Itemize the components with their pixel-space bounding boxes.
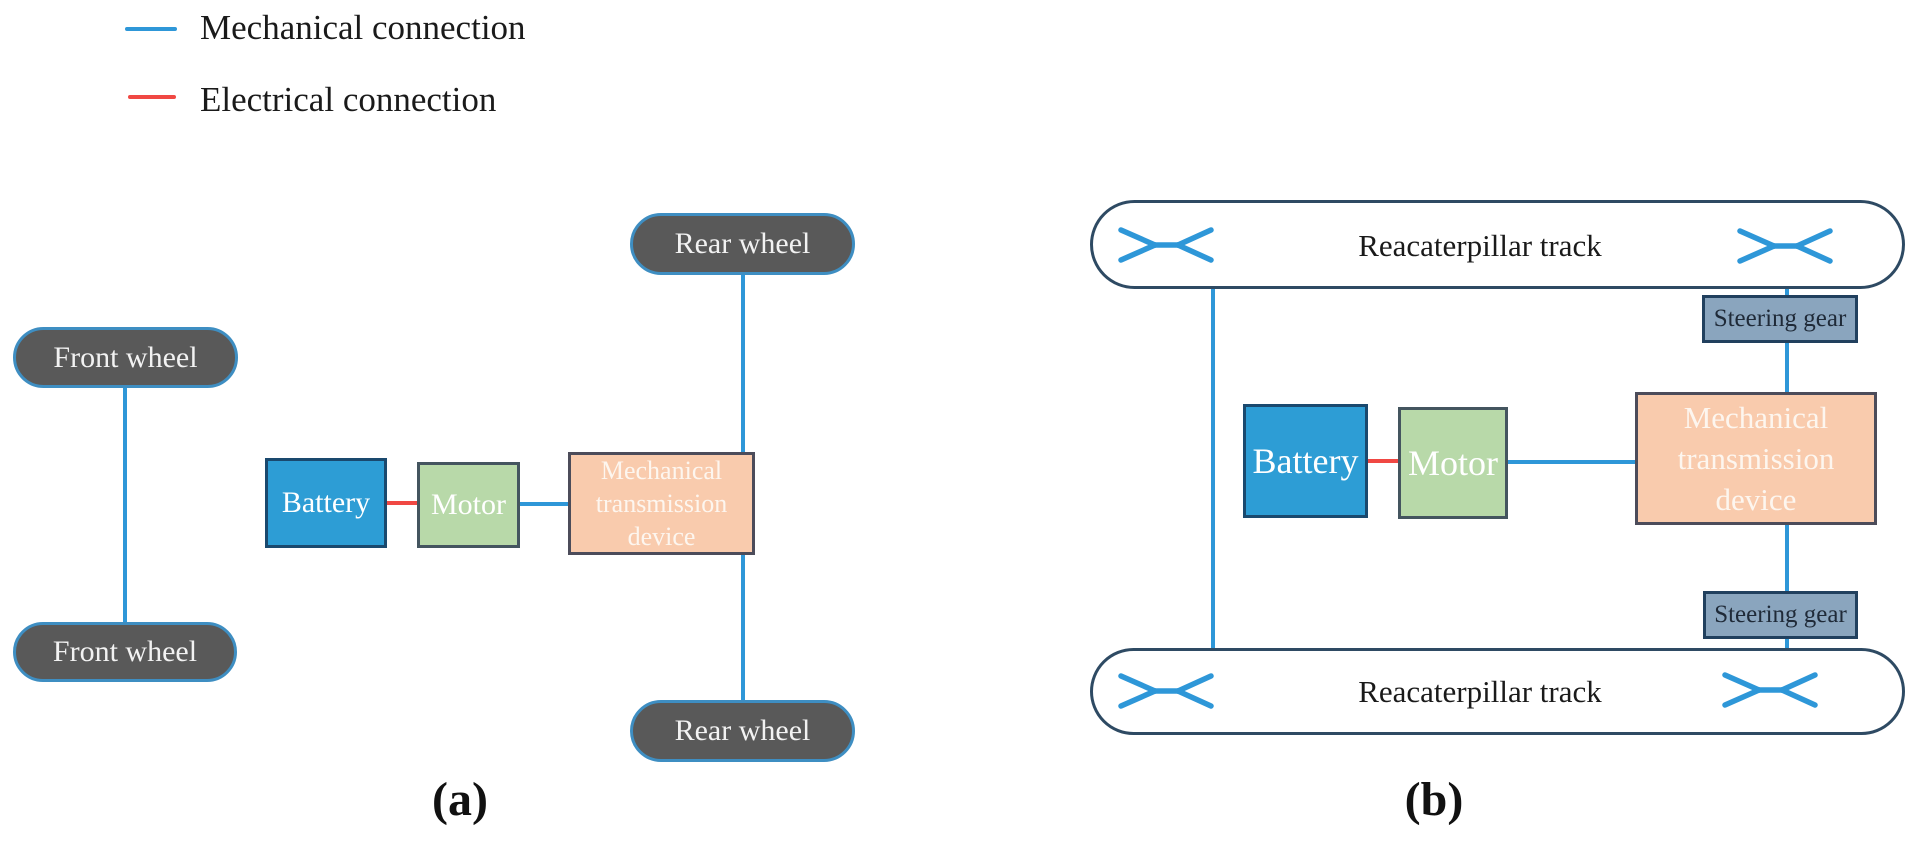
rear-axle-line-upper — [741, 275, 745, 452]
battery-node-a: Battery — [265, 458, 387, 548]
front-wheel-top-label: Front wheel — [53, 340, 198, 374]
motor-transmission-mechanical-line — [520, 502, 568, 506]
rear-wheel-top-label: Rear wheel — [674, 227, 811, 260]
right-line-oval-to-steering-top — [1785, 286, 1789, 297]
electrical-connection-line-icon — [128, 95, 176, 99]
caption-a: (a) — [432, 773, 488, 826]
battery-label-b: Battery — [1252, 441, 1359, 481]
steering-gear-top-label: Steering gear — [1713, 305, 1847, 332]
transmission-node-b: Mechanical transmission device — [1635, 392, 1877, 525]
track-sprocket-icon — [1737, 228, 1833, 269]
steering-gear-bottom-node: Steering gear — [1703, 591, 1858, 639]
battery-label-a: Battery — [281, 486, 371, 519]
front-wheel-bottom-label: Front wheel — [52, 635, 198, 668]
steering-gear-bottom-label: Steering gear — [1714, 601, 1847, 628]
track-sprocket-icon — [1118, 227, 1214, 268]
front-wheel-bottom-node: Front wheel — [13, 622, 237, 682]
rear-wheel-top-node: Rear wheel — [630, 213, 855, 275]
legend-label-mechanical: Mechanical connection — [200, 8, 526, 47]
motor-label-a: Motor — [431, 488, 506, 521]
battery-motor-electrical-line — [387, 501, 417, 505]
front-axle-line — [123, 388, 127, 622]
motor-transmission-mechanical-line-b — [1508, 460, 1635, 464]
caterpillar-track-top-node — [1090, 200, 1905, 289]
caterpillar-track-top-label: Reacaterpillar track — [1358, 228, 1602, 263]
track-sprocket-icon — [1722, 672, 1818, 713]
battery-motor-electrical-line-b — [1368, 459, 1398, 463]
rear-wheel-bottom-label: Rear wheel — [674, 714, 811, 747]
motor-node-b: Motor — [1398, 407, 1508, 519]
rear-axle-line-lower — [741, 555, 745, 700]
motor-label-b: Motor — [1408, 443, 1498, 483]
transmission-node-a: Mechanical transmission device — [568, 452, 755, 555]
front-wheel-top-node: Front wheel — [13, 327, 238, 388]
rear-wheel-bottom-node: Rear wheel — [630, 700, 855, 762]
right-line-steering-to-transmission — [1785, 342, 1789, 394]
transmission-label-a: Mechanical transmission device — [595, 456, 728, 551]
right-line-transmission-to-steering — [1785, 524, 1789, 593]
caption-b: (b) — [1404, 773, 1464, 826]
transmission-label-b: Mechanical transmission device — [1677, 400, 1835, 517]
track-sprocket-icon — [1118, 673, 1214, 714]
left-track-drive-line — [1211, 287, 1215, 649]
steering-gear-top-node: Steering gear — [1702, 295, 1858, 343]
caterpillar-track-bottom-node — [1090, 648, 1905, 735]
battery-node-b: Battery — [1243, 404, 1368, 518]
legend-label-electrical: Electrical connection — [200, 80, 497, 119]
mechanical-connection-line-icon — [125, 27, 177, 31]
motor-node-a: Motor — [417, 462, 520, 548]
right-line-steering-to-oval-bottom — [1785, 637, 1789, 650]
caterpillar-track-bottom-label: Reacaterpillar track — [1358, 674, 1602, 709]
